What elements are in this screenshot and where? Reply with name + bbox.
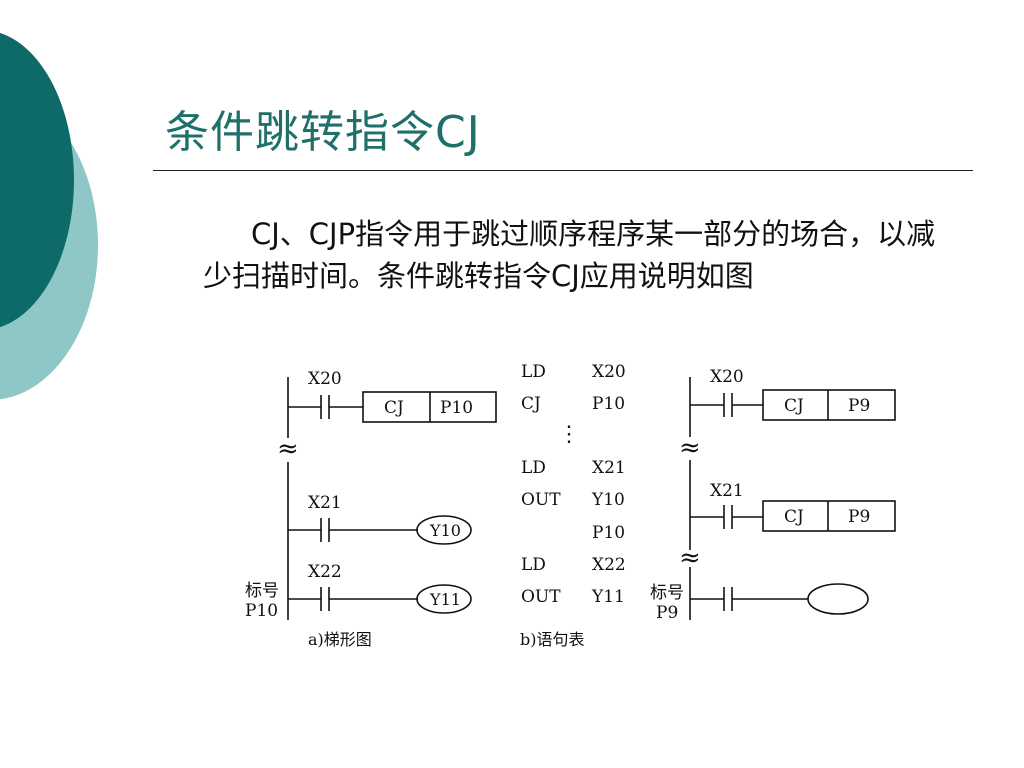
cj-box-c1 [762,389,896,421]
break-mark-a: ≈ [277,434,299,464]
stl-op: LD [521,458,546,478]
stl-arg: X20 [592,362,626,382]
stl-op: OUT [521,490,561,510]
ladder-diagram-figure: X20 CJ P10 ≈ X21 Y10 X22 Y11 标号 P10 a)梯形… [245,362,896,649]
stl-op: LD [521,362,546,382]
cj-box-c2-op: CJ [784,507,804,527]
cj-box-a-arg: P10 [440,398,473,418]
cj-box-a-op: CJ [384,398,404,418]
coil-c3 [807,583,869,615]
coil-y11-label: Y11 [429,590,461,609]
page-title: 条件跳转指令CJ [165,107,481,158]
dark-teal-circle [0,32,74,328]
coil-y11 [416,584,472,614]
break-mark-c2: ≈ [679,543,701,573]
caption-b: b)语句表 [520,630,585,649]
cj-box-c2-arg: P9 [848,507,870,527]
diagram-a [287,377,497,620]
break-mark-c1: ≈ [679,433,701,463]
cj-box-c1-op: CJ [784,396,804,416]
coil-y10-label: Y10 [429,521,461,540]
title-divider [153,170,973,171]
label-p9-c: P9 [656,603,678,623]
cj-box-c1-arg: P9 [848,396,870,416]
stl-arg: X21 [592,458,626,478]
cj-box-c2 [762,500,896,532]
stl-op: LD [521,555,546,575]
stl-op: ⋮ [558,422,580,447]
diagram-a-labels: X20 CJ P10 ≈ X21 Y10 X22 Y11 标号 P10 a)梯形… [245,369,473,649]
label-p10-a: P10 [245,601,278,621]
stl-arg: P10 [592,394,625,414]
stl-op: CJ [521,394,541,414]
label-x22: X22 [308,562,342,582]
label-x20: X20 [308,369,342,389]
coil-y10 [416,515,472,545]
stl-op: OUT [521,587,561,607]
diagram-c [689,377,896,620]
label-c-x21: X21 [710,481,744,501]
stl-arg: Y10 [591,490,625,510]
label-tag-a: 标号 [245,581,279,601]
body-text: CJ、CJP指令用于跳过顺序程序某一部分的场合，以减少扫描时间。条件跳转指令CJ… [203,213,963,297]
decorative-circles [0,32,98,400]
stl-arg: Y11 [591,587,625,607]
label-c-x20: X20 [710,367,744,387]
stl-arg: P10 [592,523,625,543]
caption-a: a)梯形图 [308,630,372,649]
label-tag-c: 标号 [650,583,684,603]
diagram-c-labels: X20 CJ P9 ≈ X21 CJ P9 ≈ 标号 P9 [650,367,870,623]
stl-arg: X22 [592,555,626,575]
label-x21: X21 [308,493,342,513]
body-paragraph: CJ、CJP指令用于跳过顺序程序某一部分的场合，以减少扫描时间。条件跳转指令CJ… [203,217,936,293]
